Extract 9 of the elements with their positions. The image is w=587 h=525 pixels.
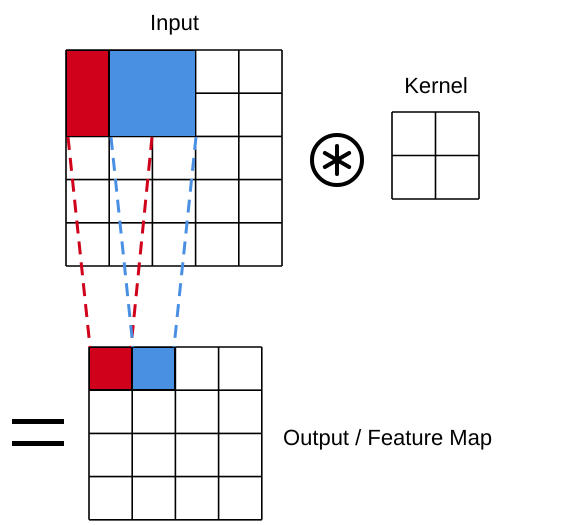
highlighted-region: [66, 50, 109, 137]
dashed-connector: [66, 136, 154, 348]
grid-title: Input: [149, 10, 200, 36]
highlighted-cell: [89, 347, 132, 390]
grid-title: Kernel: [403, 73, 469, 99]
highlighted-region: [109, 50, 196, 137]
grid-title: Output / Feature Map: [283, 425, 492, 451]
dashed-connector: [110, 136, 198, 348]
highlighted-cell: [132, 347, 175, 390]
